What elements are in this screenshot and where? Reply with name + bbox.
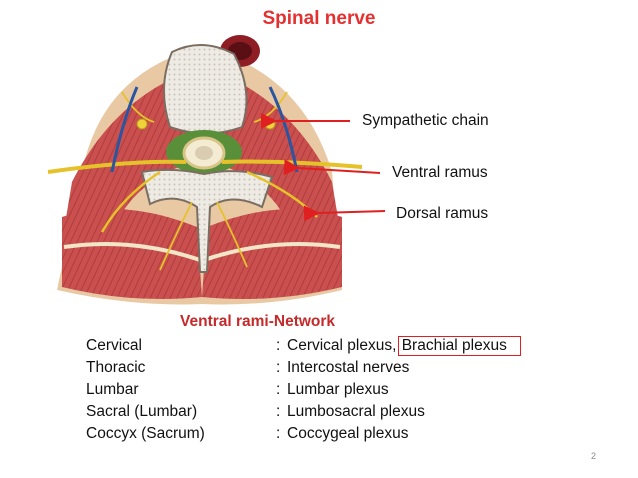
region-label: Thoracic (86, 359, 146, 376)
region-label: Lumbar (86, 381, 139, 398)
vertebral-body (162, 43, 248, 135)
back-muscle-right (202, 209, 342, 300)
plexus-value: Cervical plexus, Brachial plexus (287, 336, 521, 356)
plexus-name: Coccygeal plexus (287, 425, 409, 442)
vertebral-arch (140, 168, 274, 273)
plexus-name: Lumbar plexus (287, 381, 389, 398)
ventral-ramus-label: Ventral ramus (392, 164, 488, 181)
slide-title: Spinal nerve (262, 8, 376, 29)
separator: : (276, 359, 281, 376)
separator: : (276, 403, 281, 420)
separator: : (276, 337, 281, 354)
page-number: 2 (591, 451, 597, 461)
separator: : (276, 425, 281, 442)
left-muscle (62, 72, 192, 242)
region-label: Cervical (86, 337, 142, 354)
sympathetic-ganglion-right (264, 118, 276, 130)
spinal-cross-section-illustration (47, 35, 363, 305)
dorsal-ramus-label: Dorsal ramus (396, 205, 489, 222)
back-muscle-left (62, 209, 202, 300)
highlighted-plexus-box: Brachial plexus (397, 336, 521, 356)
sympathetic-ganglion-left (136, 118, 148, 130)
region-label: Coccyx (Sacrum) (86, 425, 205, 442)
region-label: Sacral (Lumbar) (86, 403, 198, 420)
sympathetic-chain-label: Sympathetic chain (362, 112, 489, 129)
ventral-rami-subtitle: Ventral rami-Network (180, 313, 336, 330)
plexus-name: Lumbosacral plexus (287, 403, 425, 420)
plexus-name: Intercostal nerves (287, 359, 410, 376)
plexus-name: Cervical plexus, (287, 337, 397, 354)
separator: : (276, 381, 281, 398)
